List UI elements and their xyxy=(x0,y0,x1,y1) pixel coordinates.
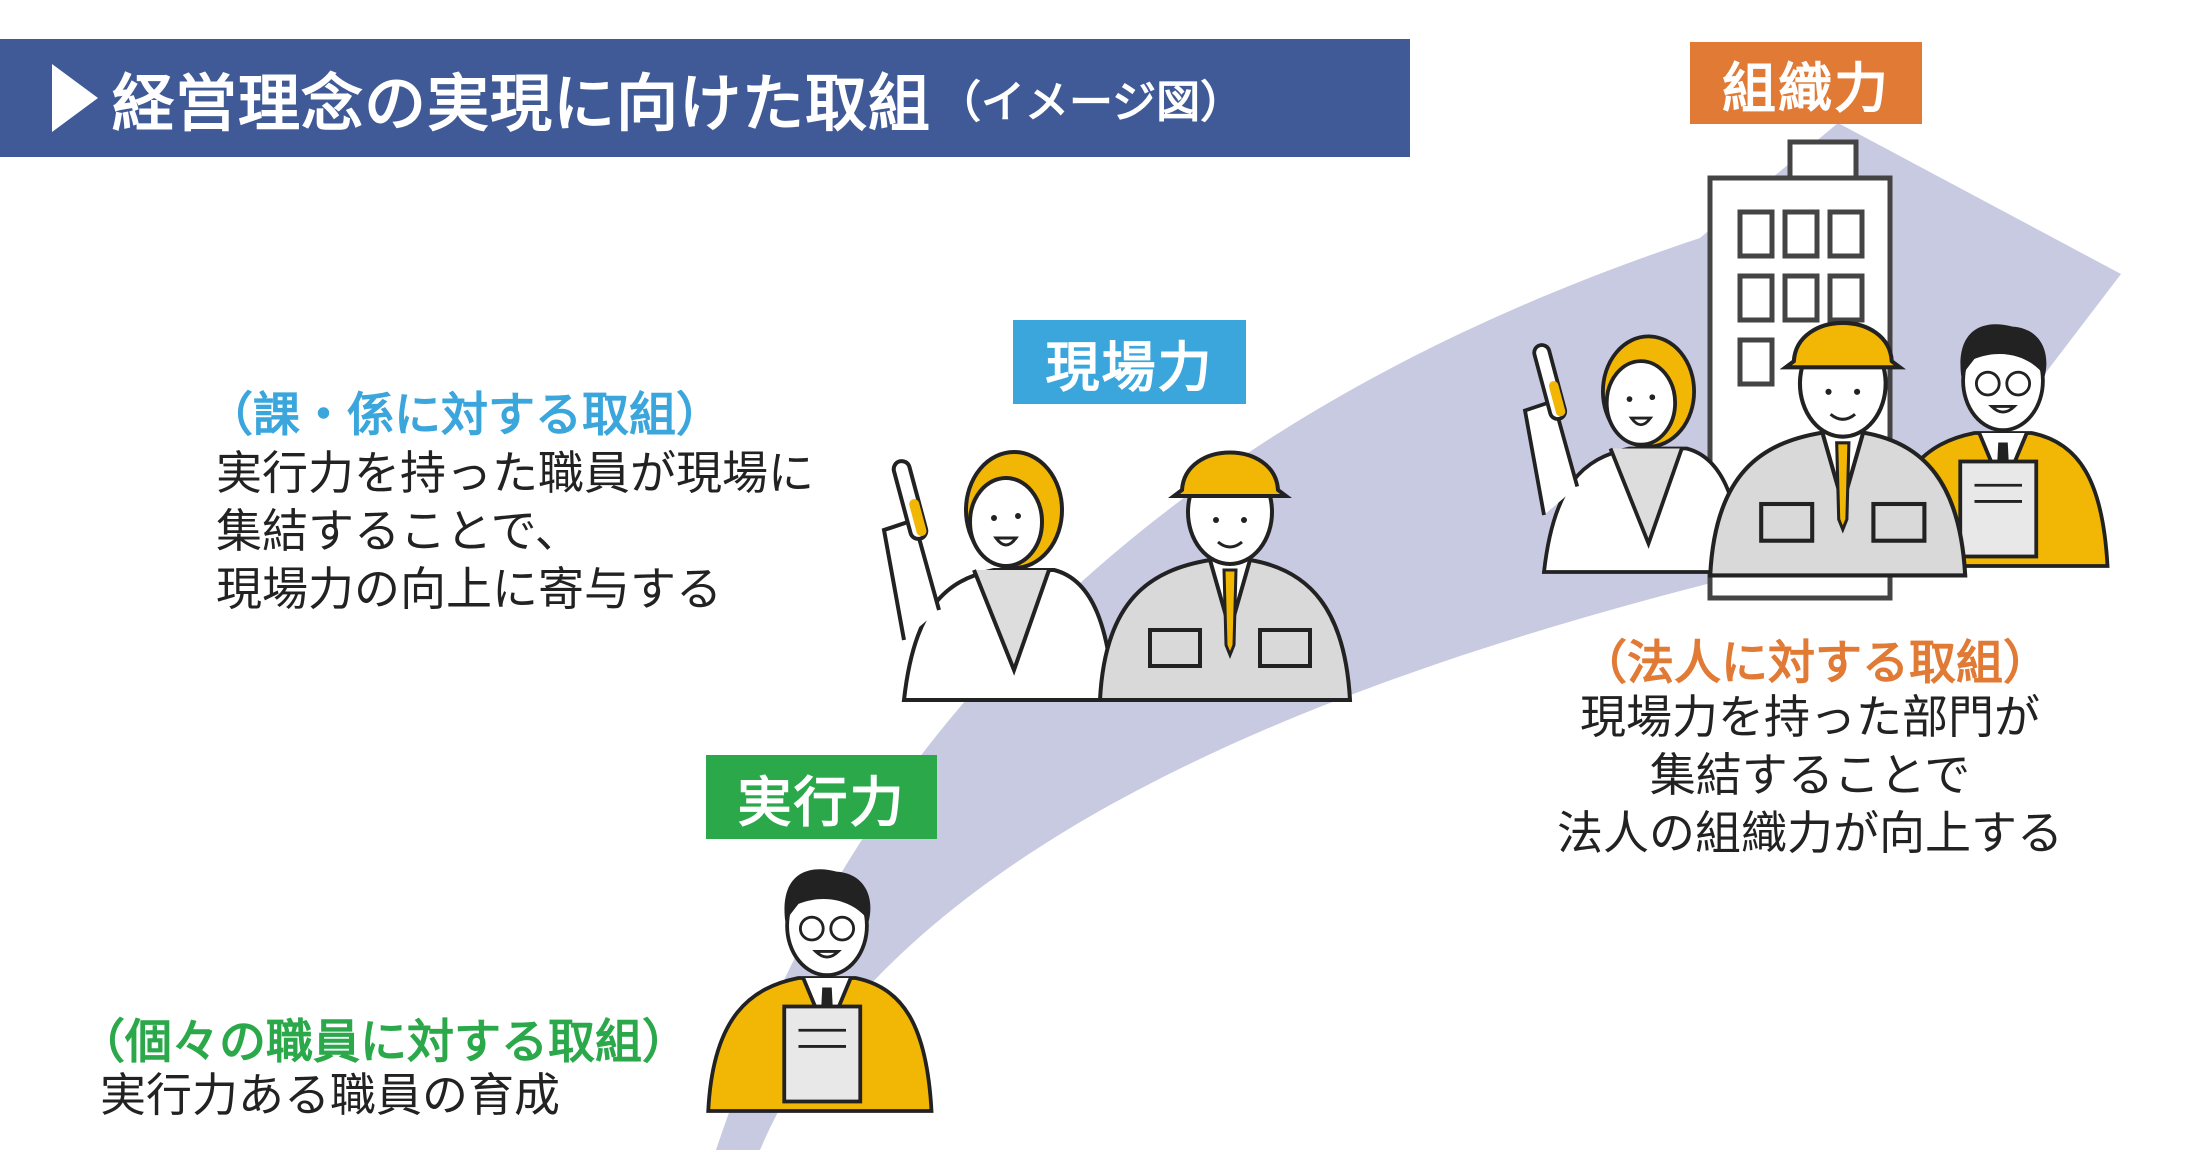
site-description-line: 実行力を持った職員が現場に xyxy=(216,446,814,500)
stage-label-organization: 組織力 xyxy=(1690,42,1922,124)
organization-description: 現場力を持った部門が 集結することで 法人の組織力が向上する xyxy=(1520,688,2100,862)
site-description-line: 現場力の向上に寄与する xyxy=(216,562,722,616)
organization-heading: （法人に対する取組） xyxy=(1580,636,2050,691)
organization-description-line: 集結することで xyxy=(1649,748,1971,802)
page-title-banner: 経営理念の実現に向けた取組 （イメージ図） xyxy=(0,39,1410,157)
page-subtitle: （イメージ図） xyxy=(937,77,1245,128)
scientist-woman-illustration xyxy=(882,450,1116,702)
page-title: 経営理念の実現に向けた取組 xyxy=(112,67,932,140)
stage-label-site: 現場力 xyxy=(1013,320,1246,404)
organization-description-line: 法人の組織力が向上する xyxy=(1557,806,2063,860)
site-heading: （課・係に対する取組） xyxy=(206,388,723,443)
execution-heading: （個々の職員に対する取組） xyxy=(78,1015,689,1070)
stage-label-execution: 実行力 xyxy=(706,755,937,839)
execution-description-line: 実行力ある職員の育成 xyxy=(100,1068,560,1122)
organization-description-line: 現場力を持った部門が xyxy=(1580,690,2040,744)
triangle-bullet-icon xyxy=(52,64,98,132)
organization-team-illustration xyxy=(1523,323,2110,575)
execution-description: 実行力ある職員の育成 xyxy=(100,1066,560,1124)
site-description-line: 集結することで、 xyxy=(216,504,581,558)
site-description: 実行力を持った職員が現場に 集結することで、 現場力の向上に寄与する xyxy=(216,444,814,618)
